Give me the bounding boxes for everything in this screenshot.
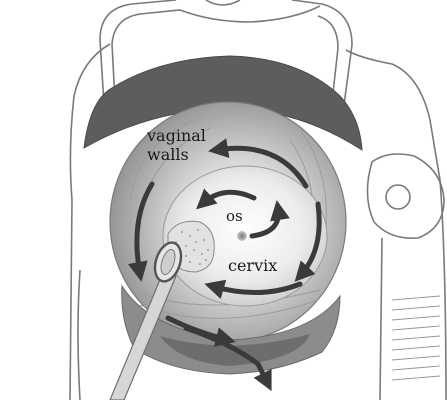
- cervical-os-icon: [237, 231, 247, 241]
- circular-motion-arrow-icon: [127, 138, 322, 392]
- label-cervix: cervix: [228, 256, 278, 275]
- drape-hatching: [391, 295, 441, 381]
- label-os: os: [226, 207, 243, 225]
- label-vaginal: vaginal: [147, 126, 206, 145]
- label-walls: walls: [147, 145, 189, 164]
- patient-body-outline: [69, 0, 447, 400]
- swab-stick-icon: [109, 241, 183, 400]
